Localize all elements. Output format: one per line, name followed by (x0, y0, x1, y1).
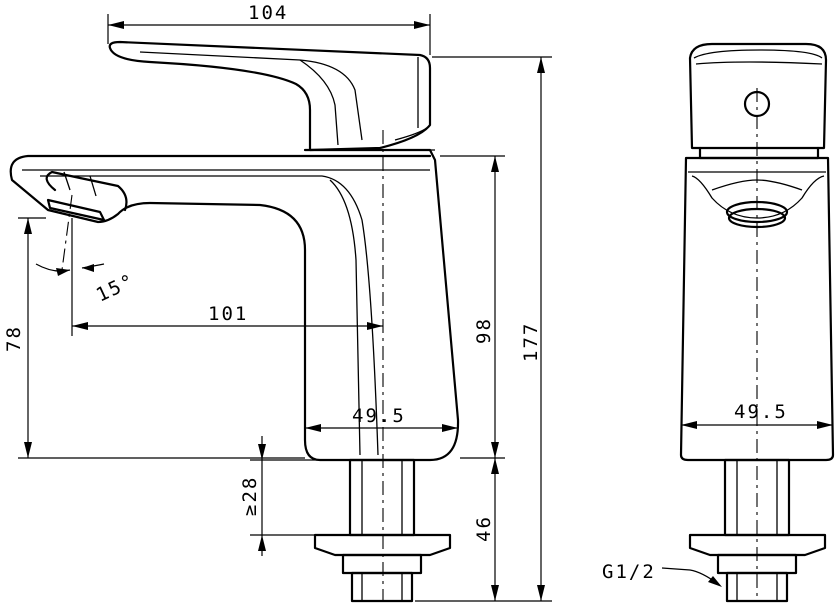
dimension-body-width-front: 49.5 (681, 401, 833, 429)
dim-label-101: 101 (208, 303, 248, 325)
dim-label-46: 46 (473, 515, 495, 542)
dimension-body-height: 98 (440, 155, 505, 459)
front-handle (688, 42, 828, 160)
thread-label-g1-2: G1/2 (602, 561, 656, 583)
dim-label-ge28: ≥28 (239, 476, 261, 516)
dim-label-78: 78 (3, 325, 25, 352)
centerline-spout (61, 194, 73, 271)
dimension-body-width-side: 49.5 (305, 405, 458, 432)
dimension-min-clearance: ≥28 (239, 436, 350, 556)
dimension-total-height: 177 (432, 56, 552, 602)
dim-label-49-5-front: 49.5 (734, 401, 788, 423)
dimension-shank-length: 46 (415, 458, 505, 602)
dim-label-98: 98 (473, 317, 495, 344)
shank-and-nut (313, 458, 452, 603)
side-view: 104 101 78 15° (3, 2, 552, 603)
dim-label-15deg: 15° (93, 270, 139, 307)
dim-label-49-5-side: 49.5 (352, 405, 406, 427)
lever-handle (108, 40, 432, 152)
dimension-spout-angle: 15° (35, 218, 139, 336)
dim-label-104: 104 (248, 2, 288, 24)
dimension-spout-reach: 101 (72, 303, 383, 330)
thread-callout: G1/2 (602, 561, 722, 587)
front-view: 49.5 G1/2 (602, 42, 835, 603)
dimension-overall-length: 104 (107, 2, 431, 55)
front-shank-and-nut (688, 458, 827, 603)
dim-label-177: 177 (520, 322, 542, 362)
faucet-body (9, 148, 460, 462)
dimension-spout-height: 78 (3, 217, 305, 459)
